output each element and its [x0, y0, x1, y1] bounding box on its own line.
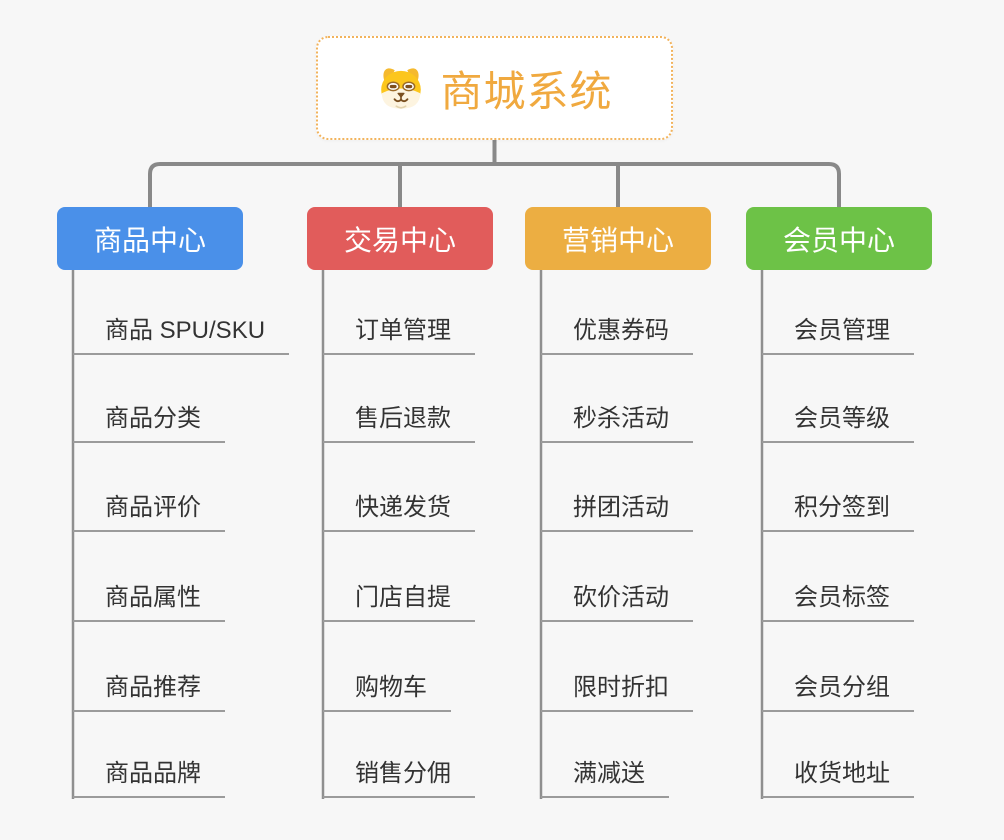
mindmap-item[interactable]: 会员管理: [762, 316, 914, 355]
branch-node-2[interactable]: 交易中心: [307, 207, 493, 270]
branch-node-4[interactable]: 会员中心: [746, 207, 932, 270]
mindmap-item[interactable]: 砍价活动: [541, 583, 693, 622]
branch-node-1[interactable]: 商品中心: [57, 207, 243, 270]
mindmap-item[interactable]: 限时折扣: [541, 673, 693, 712]
mindmap-item[interactable]: 门店自提: [323, 583, 475, 622]
root-title: 商城系统: [440, 67, 613, 115]
mindmap-item[interactable]: 会员等级: [762, 404, 914, 443]
mindmap-item[interactable]: 商品分类: [73, 404, 225, 443]
mindmap-item[interactable]: 购物车: [323, 673, 451, 712]
mindmap-item[interactable]: 销售分佣: [323, 759, 475, 798]
mindmap-item[interactable]: 优惠券码: [541, 316, 693, 355]
mindmap-item[interactable]: 秒杀活动: [541, 404, 693, 443]
mindmap-item[interactable]: 拼团活动: [541, 493, 693, 532]
mindmap-item[interactable]: 会员标签: [762, 583, 914, 622]
mindmap-item[interactable]: 商品 SPU/SKU: [73, 316, 290, 355]
mindmap-item[interactable]: 商品推荐: [73, 673, 225, 712]
root-node[interactable]: 商城系统: [316, 36, 673, 140]
mindmap-item[interactable]: 会员分组: [762, 673, 914, 712]
mindmap-item[interactable]: 商品评价: [73, 493, 225, 532]
mindmap-item[interactable]: 积分签到: [762, 493, 914, 532]
mindmap-item[interactable]: 满减送: [541, 759, 669, 798]
mindmap-item[interactable]: 商品属性: [73, 583, 225, 622]
branch-node-3[interactable]: 营销中心: [525, 207, 711, 270]
mindmap-item[interactable]: 商品品牌: [73, 759, 225, 798]
mindmap-item[interactable]: 收货地址: [762, 759, 914, 798]
mindmap-item[interactable]: 订单管理: [323, 316, 475, 355]
mindmap-item[interactable]: 快递发货: [323, 493, 475, 532]
mindmap-item[interactable]: 售后退款: [323, 404, 475, 443]
dog-face-icon: [381, 68, 422, 109]
